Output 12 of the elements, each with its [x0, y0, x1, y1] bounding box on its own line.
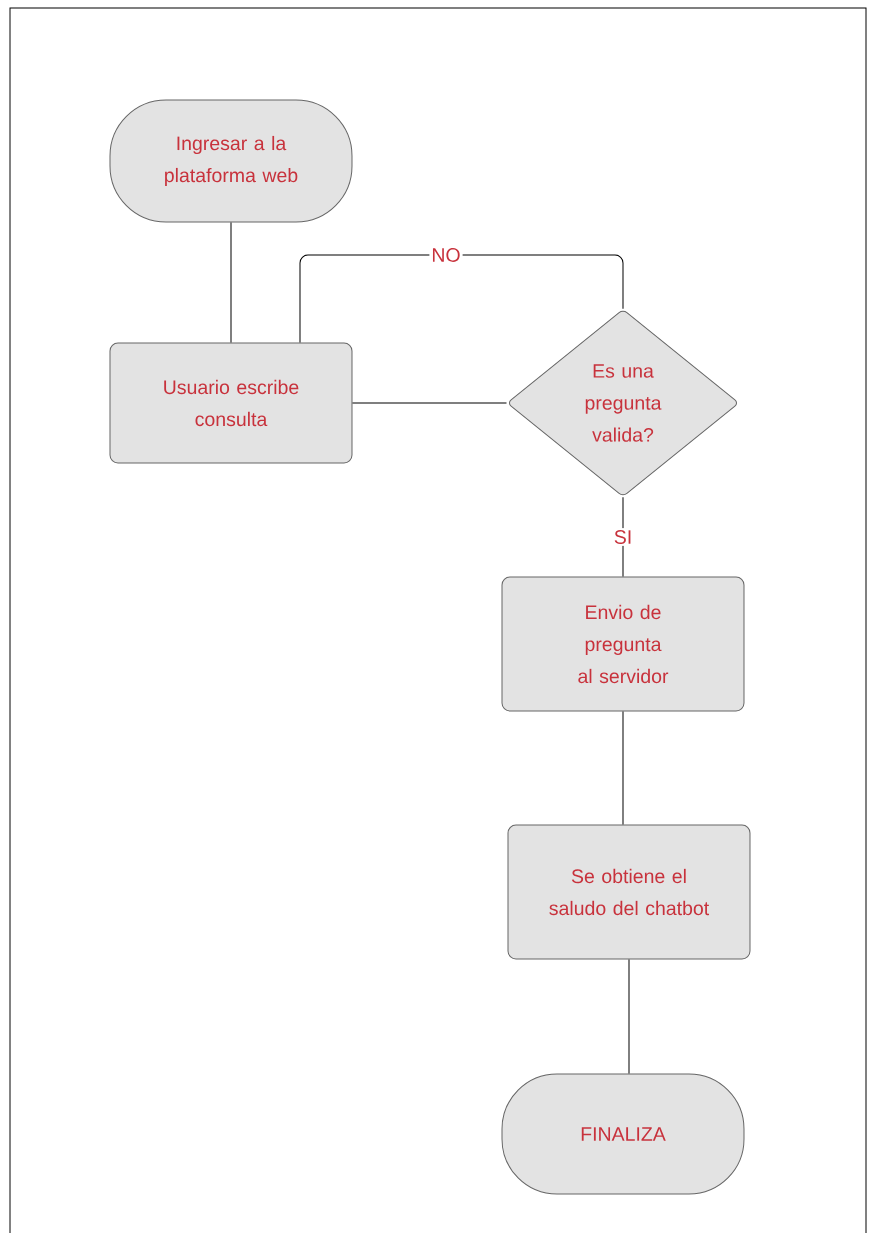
edge-label: SI: [611, 528, 635, 546]
terminal-box: FINALIZA: [501, 1073, 745, 1195]
process-box: Usuario escribe consulta: [109, 342, 353, 464]
connector-line: [230, 222, 232, 343]
connector-line: [352, 402, 507, 404]
process-box: Envio de pregunta al servidor: [501, 576, 745, 712]
process-box: Se obtiene el saludo del chatbot: [507, 824, 751, 960]
edge-label: NO: [429, 246, 463, 264]
connector-line: [299, 254, 624, 343]
connector-line: [628, 959, 630, 1074]
terminal-box: Ingresar a la plataforma web: [109, 99, 353, 223]
connector-line: [622, 711, 624, 825]
